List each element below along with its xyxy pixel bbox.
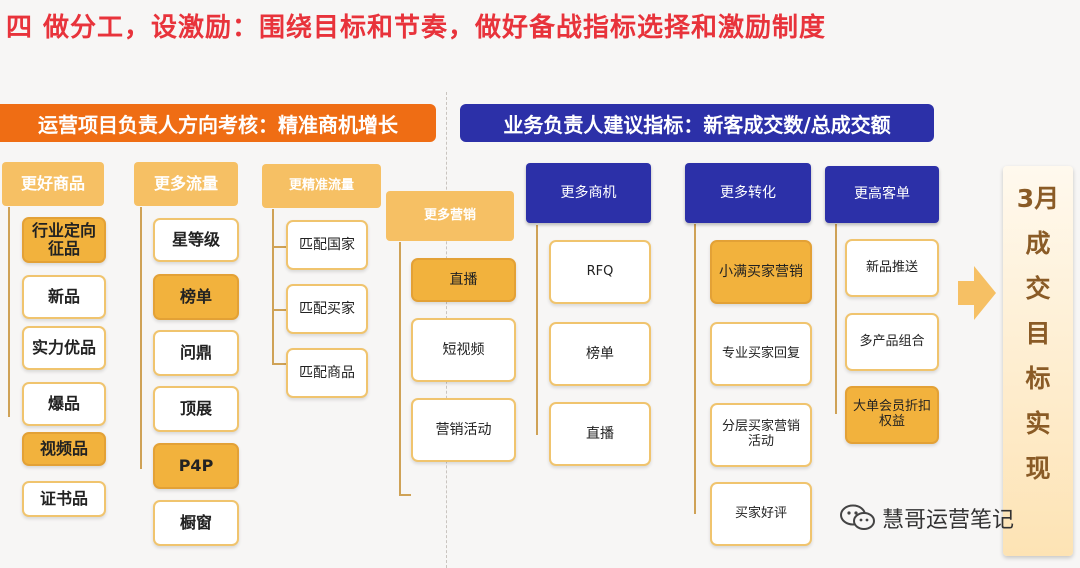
result-char: 标: [1025, 364, 1051, 393]
leaf-star-level: 星等级: [153, 218, 239, 262]
header-more-leads: 更多商机: [526, 163, 651, 223]
connector-line: [272, 209, 274, 365]
leaf-lead-live-stream: 直播: [549, 402, 651, 466]
connector-line: [399, 242, 401, 496]
leaf-new-products: 新品: [22, 275, 106, 319]
leaf-match-country: 匹配国家: [286, 220, 368, 270]
leaf-showcase: 橱窗: [153, 500, 239, 546]
connector-line: [140, 207, 142, 469]
leaf-pro-buyer-reply: 专业买家回复: [710, 322, 812, 386]
result-char: 目: [1025, 319, 1051, 348]
leaf-video-products: 视频品: [22, 432, 106, 466]
leaf-xiaoman-marketing: 小满买家营销: [710, 240, 812, 304]
connector-line: [399, 494, 411, 496]
connector-line: [835, 224, 837, 414]
monthly-target-result: 3月 成 交 目 标 实 现: [1003, 166, 1073, 556]
leaf-short-video: 短视频: [411, 318, 516, 382]
banner-operations-kpi: 运营项目负责人方向考核：精准商机增长: [0, 104, 436, 142]
page-title: 四 做分工，设激励：围绕目标和节奏，做好备战指标选择和激励制度: [6, 13, 827, 43]
result-char: 现: [1025, 454, 1051, 483]
header-more-conversion: 更多转化: [685, 163, 811, 223]
result-char: 3月: [1016, 184, 1060, 213]
connector-line: [272, 309, 286, 311]
result-char: 交: [1025, 274, 1051, 303]
leaf-hot-products: 爆品: [22, 382, 106, 426]
leaf-industry-sourcing: 行业定向征品: [22, 217, 106, 263]
connector-line: [272, 363, 286, 365]
header-precise-traffic: 更精准流量: [262, 164, 381, 208]
leaf-top-display: 顶展: [153, 386, 239, 432]
leaf-rfq: RFQ: [549, 240, 651, 304]
header-more-traffic: 更多流量: [134, 162, 238, 206]
leaf-new-product-push: 新品推送: [845, 239, 939, 297]
leaf-marketing-campaign: 营销活动: [411, 398, 516, 462]
connector-line: [272, 246, 286, 248]
leaf-live-stream: 直播: [411, 258, 516, 302]
header-more-marketing: 更多营销: [386, 191, 514, 241]
result-char: 实: [1025, 409, 1051, 438]
leaf-quality-products: 实力优品: [22, 326, 106, 370]
connector-line: [536, 225, 538, 435]
leaf-match-buyer: 匹配买家: [286, 284, 368, 334]
leaf-lead-ranking: 榜单: [549, 322, 651, 386]
leaf-product-bundle: 多产品组合: [845, 313, 939, 371]
leaf-certified-products: 证书品: [22, 481, 106, 517]
watermark-text: 慧哥运营笔记: [882, 508, 1015, 533]
watermark: 慧哥运营笔记: [840, 502, 1014, 534]
leaf-vip-discount: 大单会员折扣权益: [845, 386, 939, 444]
header-better-products: 更好商品: [2, 162, 104, 206]
banner-business-kpi: 业务负责人建议指标：新客成交数/总成交额: [460, 104, 934, 142]
arrow-right-icon: [958, 266, 996, 320]
leaf-ranking: 榜单: [153, 274, 239, 320]
leaf-buyer-reviews: 买家好评: [710, 482, 812, 546]
header-higher-order-value: 更高客单: [825, 166, 939, 223]
leaf-tiered-buyer-marketing: 分层买家营销活动: [710, 403, 812, 467]
result-char: 成: [1025, 229, 1051, 258]
leaf-wending: 问鼎: [153, 330, 239, 376]
leaf-p4p: P4P: [153, 443, 239, 489]
leaf-match-product: 匹配商品: [286, 348, 368, 398]
connector-line: [8, 207, 10, 417]
wechat-icon: [840, 504, 875, 530]
connector-line: [694, 224, 696, 514]
